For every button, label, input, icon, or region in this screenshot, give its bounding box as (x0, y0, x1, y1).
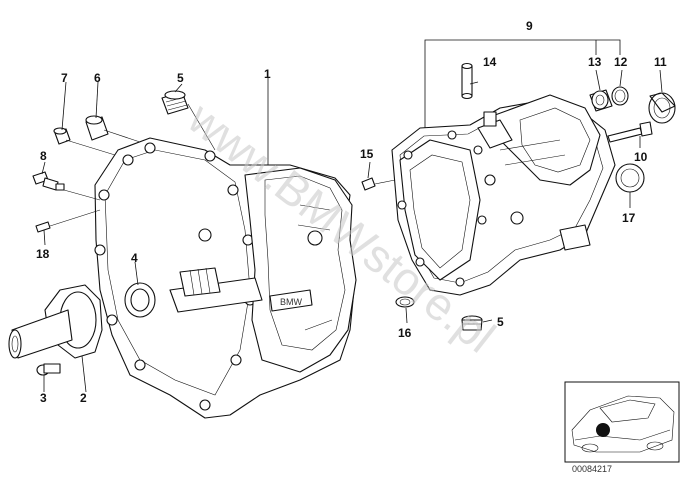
bolt-small (36, 363, 61, 376)
callout-14: 14 (483, 55, 497, 69)
document-id: 00084217 (572, 464, 612, 474)
location-marker (596, 423, 610, 437)
pin-15 (361, 177, 376, 191)
selector-pin (461, 62, 473, 100)
callout-17: 17 (622, 211, 636, 225)
hex-bolt (607, 121, 653, 143)
pin-18 (35, 221, 51, 233)
needle-bearing (589, 89, 613, 112)
callout-11: 11 (654, 55, 667, 69)
callout-5-upper: 5 (177, 71, 184, 85)
callout-13: 13 (588, 55, 602, 69)
callout-5-lower: 5 (497, 315, 504, 329)
guide-sleeve (8, 284, 103, 359)
plug-lower (461, 315, 483, 331)
callout-3: 3 (40, 391, 47, 405)
callout-6: 6 (94, 71, 101, 85)
callout-15: 15 (360, 147, 374, 161)
callout-8: 8 (40, 149, 47, 163)
callout-9: 9 (526, 19, 533, 33)
shaft-seal (124, 282, 156, 318)
callout-1: 1 (264, 67, 271, 81)
output-shaft-seal (648, 92, 676, 124)
callout-labels: 1 2 3 4 5 5 6 7 8 9 10 11 12 13 14 15 16… (36, 19, 667, 405)
leader-lines (41, 39, 663, 393)
bushing (85, 115, 109, 141)
callout-4: 4 (131, 251, 138, 265)
callout-10: 10 (634, 150, 648, 164)
snap-ring (611, 86, 629, 106)
callout-12: 12 (614, 55, 628, 69)
plug-upper (161, 90, 189, 115)
transmission-housing: BMW (94, 137, 357, 419)
vehicle-thumbnail (564, 381, 680, 463)
callout-2: 2 (80, 391, 87, 405)
callout-18: 18 (36, 247, 50, 261)
reverse-light-switch (32, 171, 65, 191)
dowel-pin (53, 127, 71, 145)
cover-sleeve (615, 163, 645, 193)
sealing-cap (395, 296, 415, 308)
rear-housing (391, 94, 616, 296)
housing-logo-text: BMW (280, 297, 303, 307)
callout-16: 16 (398, 326, 412, 340)
callout-7: 7 (61, 71, 68, 85)
